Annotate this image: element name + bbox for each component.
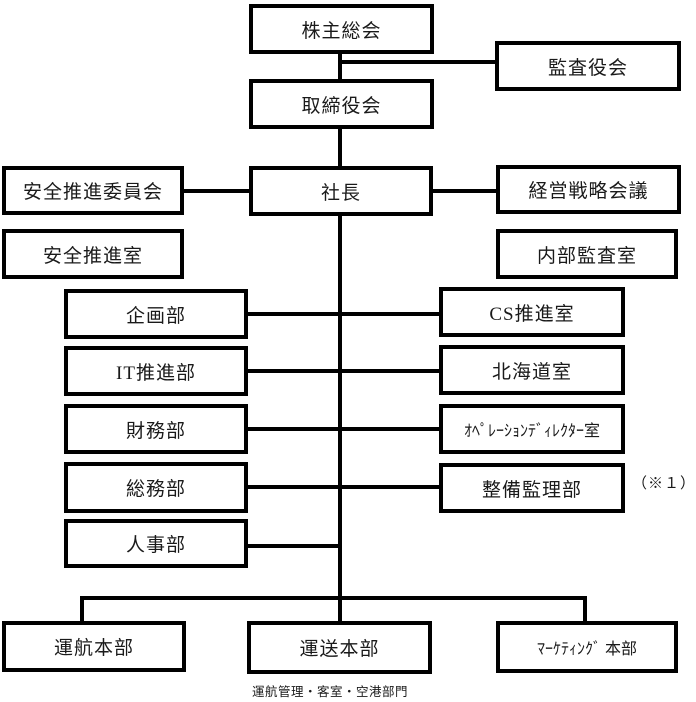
org-box-board-of-directors: 取締役会 [249, 79, 434, 129]
connector-hr-to-spine [246, 544, 340, 548]
connector-row-finance-opdirector [246, 427, 441, 431]
drop-to-flight-operations [80, 596, 84, 623]
connector-to-audit-board [340, 60, 496, 64]
org-box-hr-dept: 人事部 [64, 519, 248, 568]
drop-to-marketing [583, 596, 587, 623]
central-spine [338, 214, 342, 624]
org-box-operation-director-office: ｵﾍﾟﾚｰｼｮﾝﾃﾞｨﾚｸﾀｰ室 [439, 404, 625, 454]
org-box-transport-division: 運送本部 [247, 621, 432, 674]
org-box-safety-promotion-office: 安全推進室 [2, 229, 184, 279]
connector-row-it-hokkaido [246, 369, 441, 373]
org-box-internal-audit-office: 内部監査室 [496, 229, 678, 279]
note-reference-1: （※１） [632, 476, 696, 492]
org-box-shareholders-meeting: 株主総会 [249, 4, 434, 54]
connector-president-to-strategy-meeting [431, 189, 497, 193]
org-box-audit-board: 監査役会 [495, 41, 681, 91]
connector-row-planning-cs [246, 312, 441, 316]
bottom-distribution-bar [80, 596, 587, 600]
org-box-cs-promotion-office: CS推進室 [439, 287, 625, 337]
org-box-maintenance-supervision-dept: 整備監理部 [439, 463, 625, 513]
org-box-planning-dept: 企画部 [64, 289, 248, 339]
bottom-caption: 運航管理・客室・空港部門 [252, 685, 409, 699]
org-box-president: 社長 [249, 166, 433, 216]
org-box-hokkaido-office: 北海道室 [439, 345, 625, 395]
connector-row-generalaffairs-maintenance [246, 485, 441, 489]
org-box-it-promotion-dept: IT推進部 [64, 346, 248, 396]
connector-shareholders-to-board [338, 52, 342, 81]
org-box-general-affairs-dept: 総務部 [64, 462, 248, 513]
org-box-flight-operations-division: 運航本部 [2, 621, 186, 672]
connector-safety-committee-to-president [182, 189, 250, 193]
org-box-marketing-division: ﾏｰｹﾃｨﾝｸﾞ 本部 [496, 621, 678, 673]
org-box-management-strategy-meeting: 経営戦略会議 [496, 165, 681, 214]
connector-board-to-president [338, 127, 342, 168]
org-box-finance-dept: 財務部 [64, 404, 248, 454]
org-box-safety-promotion-committee: 安全推進委員会 [2, 166, 184, 215]
